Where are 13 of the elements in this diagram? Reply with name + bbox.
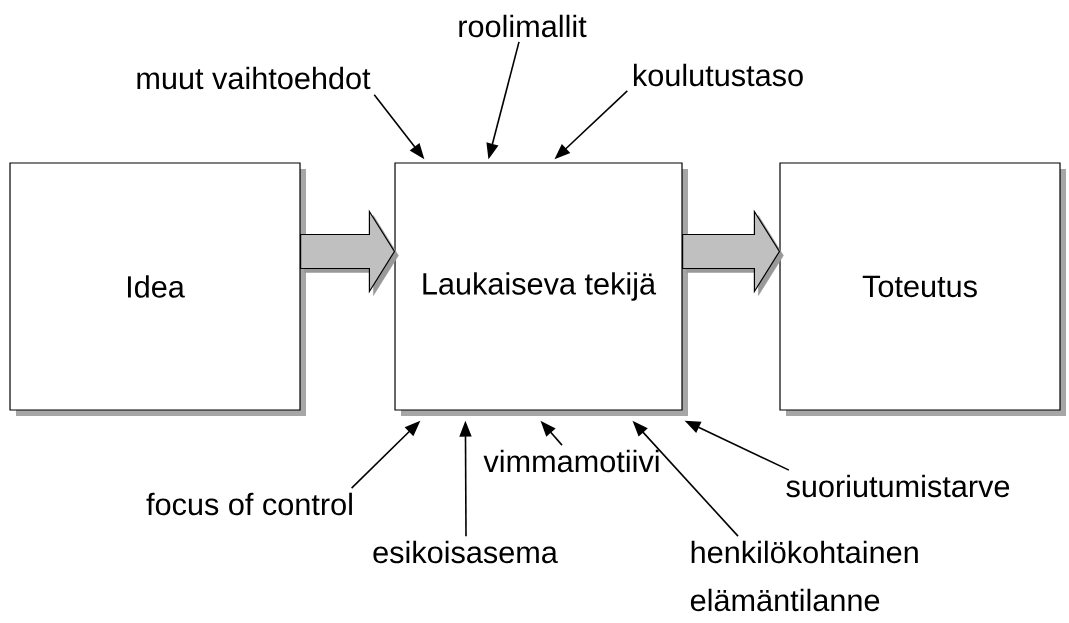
- factor-label: koulutustaso: [634, 63, 803, 87]
- block-arrow: [682, 209, 784, 296]
- process-box: Idea: [9, 162, 306, 416]
- process-box: Laukaiseva tekijä: [394, 162, 688, 416]
- factor-label: focus of control: [146, 492, 352, 516]
- factor-label: vimmamotiivi: [483, 449, 659, 473]
- block-arrow: [300, 209, 399, 296]
- factor-label: suoriutumistarve: [786, 474, 1010, 498]
- factor-label: roolimallit: [459, 14, 587, 38]
- factor-label: henkilökohtainen elämäntilanne: [690, 540, 918, 612]
- factor-label: muut vaihtoehdot: [137, 66, 371, 90]
- factor-label: esikoisasema: [373, 540, 558, 564]
- process-box: Toteutus: [779, 162, 1066, 416]
